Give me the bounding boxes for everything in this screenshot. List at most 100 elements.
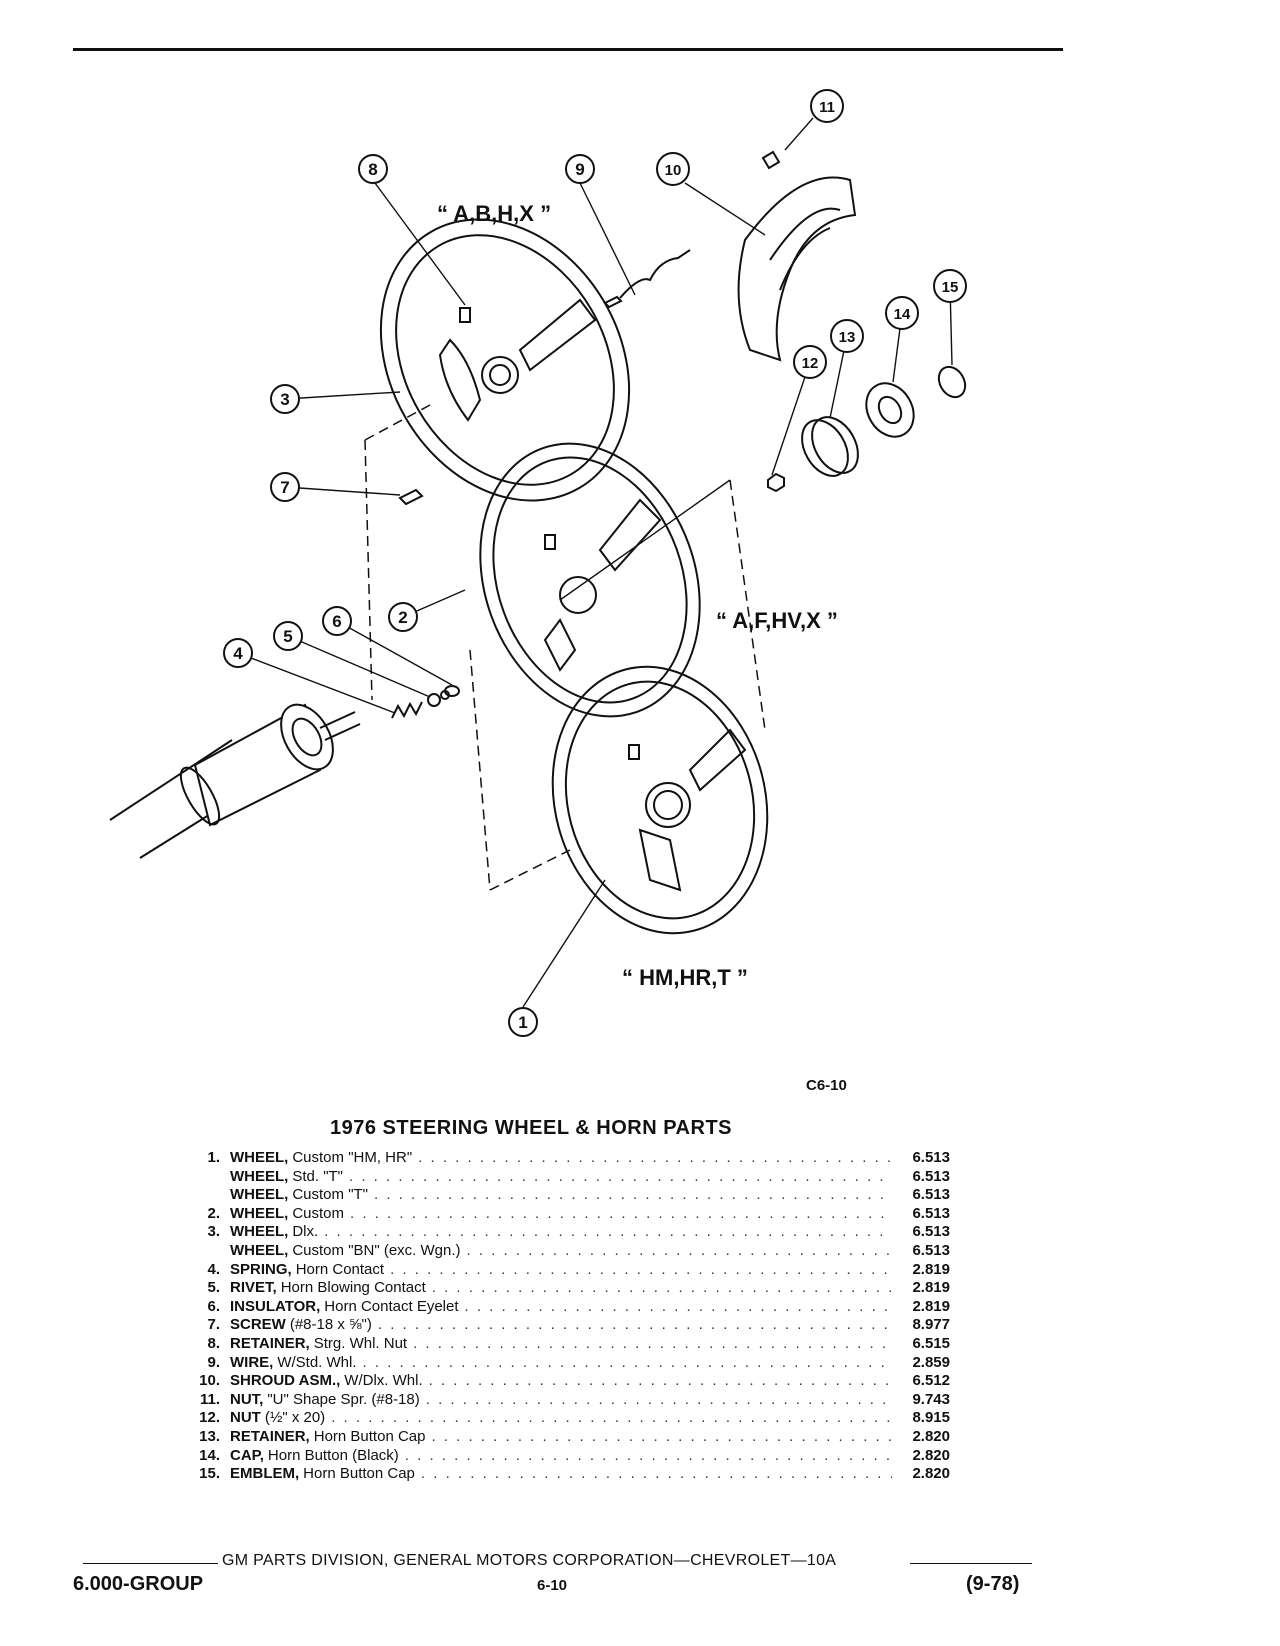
part-row: 15.EMBLEM,Horn Button Cap2.820 <box>190 1465 950 1484</box>
part-description: Dlx. <box>292 1223 319 1241</box>
dot-leader <box>350 1205 892 1224</box>
callout-13: 13 <box>830 319 864 353</box>
part-name: WHEEL, <box>230 1149 289 1166</box>
part-description: Strg. Whl. Nut <box>313 1334 408 1352</box>
part-description: Custom "BN" (exc. Wgn.) <box>292 1241 461 1259</box>
part-group-code: 2.820 <box>912 1446 950 1464</box>
svg-text:8: 8 <box>368 160 377 179</box>
callout-11: 11 <box>810 89 844 123</box>
dot-leader <box>429 1372 892 1391</box>
part-row: 3.WHEEL,Dlx.6.513 <box>190 1223 950 1242</box>
svg-text:13: 13 <box>839 329 856 346</box>
part-description: Custom "HM, HR" <box>292 1149 413 1166</box>
cap-part <box>865 382 915 438</box>
dot-leader <box>374 1186 892 1205</box>
part-name: WIRE, <box>230 1353 274 1371</box>
part-name: INSULATOR, <box>230 1297 321 1315</box>
part-group-code: 6.512 <box>912 1372 950 1390</box>
screw-part <box>398 488 424 506</box>
emblem-part <box>937 365 967 399</box>
part-number: 13. <box>199 1427 220 1445</box>
dot-leader <box>378 1316 892 1335</box>
part-description: (#8-18 x ⅝") <box>289 1316 372 1334</box>
part-description: "U" Shape Spr. (#8-18) <box>267 1390 420 1408</box>
part-number: 7. <box>207 1316 220 1334</box>
part-number: 14. <box>199 1446 220 1464</box>
dot-leader <box>431 1428 892 1447</box>
footer-group: 6.000-GROUP <box>73 1573 204 1595</box>
part-description: Custom "T" <box>292 1186 369 1204</box>
part-description: Custom <box>292 1204 345 1222</box>
dot-leader <box>467 1242 892 1261</box>
part-name: NUT <box>230 1409 261 1427</box>
part-number: 3. <box>207 1223 220 1241</box>
exploded-view-diagram: 1 2 3 4 5 6 7 8 9 10 11 12 13 14 15 “ A,… <box>109 89 967 1037</box>
leader-lines <box>237 117 953 1008</box>
footer-page-number: 6-10 <box>537 1577 568 1594</box>
variant-label-afhvx: “ A,F,HV,X ” <box>716 608 838 633</box>
part-group-code: 9.743 <box>912 1390 950 1408</box>
part-group-code: 6.513 <box>912 1149 950 1166</box>
dot-leader <box>331 1409 892 1428</box>
part-name: WHEEL, <box>230 1241 289 1259</box>
svg-text:12: 12 <box>802 355 819 372</box>
part-name: RIVET, <box>230 1279 277 1297</box>
part-description: Horn Contact Eyelet <box>324 1297 459 1315</box>
part-name: RETAINER, <box>230 1334 310 1352</box>
svg-text:9: 9 <box>575 160 584 179</box>
part-row: 12.NUT(½" x 20)8.915 <box>190 1409 950 1428</box>
part-description: Horn Button Cap <box>313 1427 426 1445</box>
part-name: WHEEL, <box>230 1204 289 1222</box>
svg-text:3: 3 <box>280 390 289 409</box>
callout-10: 10 <box>656 152 690 186</box>
part-group-code: 2.820 <box>912 1465 950 1483</box>
part-group-code: 2.819 <box>912 1260 950 1278</box>
part-name: WHEEL, <box>230 1186 289 1204</box>
dot-leader <box>418 1149 892 1168</box>
variant-label-hmhrt: “ HM,HR,T ” <box>622 965 748 990</box>
svg-text:7: 7 <box>280 478 289 497</box>
figure-code: C6-10 <box>806 1077 847 1094</box>
part-group-code: 2.819 <box>912 1279 950 1297</box>
dot-leader <box>465 1298 892 1317</box>
dot-leader <box>413 1335 892 1354</box>
svg-text:4: 4 <box>233 644 243 663</box>
part-number: 12. <box>199 1409 220 1427</box>
svg-text:10: 10 <box>665 162 682 179</box>
dot-leader <box>349 1168 892 1187</box>
callout-1: 1 <box>508 1007 538 1037</box>
callout-6: 6 <box>322 606 352 636</box>
wheel-1 <box>551 665 769 935</box>
footer-date: (9-78) <box>966 1573 1020 1595</box>
callout-15: 15 <box>933 269 967 303</box>
callout-4: 4 <box>223 638 253 668</box>
part-group-code: 2.819 <box>912 1297 950 1315</box>
part-number: 9. <box>207 1353 220 1371</box>
part-row: 6.INSULATOR,Horn Contact Eyelet2.819 <box>190 1298 950 1317</box>
part-group-code: 6.513 <box>912 1241 950 1259</box>
callout-12: 12 <box>793 345 827 379</box>
part-name: WHEEL, <box>230 1223 289 1241</box>
dot-leader <box>426 1391 892 1410</box>
variant-label-abhx: “ A,B,H,X ” <box>437 201 551 226</box>
parts-list-title: 1976 STEERING WHEEL & HORN PARTS <box>330 1117 732 1139</box>
shroud-detail <box>769 207 841 261</box>
part-number: 15. <box>199 1465 220 1483</box>
callout-5: 5 <box>273 621 303 651</box>
wheel-3 <box>379 218 631 502</box>
part-group-code: 2.859 <box>912 1353 950 1371</box>
part-description: Std. "T" <box>292 1167 344 1185</box>
part-name: SHROUD ASM., <box>230 1372 341 1390</box>
part-description: Horn Button Cap <box>303 1465 415 1483</box>
part-row: 8.RETAINER,Strg. Whl. Nut6.515 <box>190 1335 950 1354</box>
part-group-code: 2.820 <box>912 1427 950 1445</box>
retainer-part <box>801 419 849 477</box>
part-row: 13.RETAINER,Horn Button Cap2.820 <box>190 1428 950 1447</box>
dot-leader <box>324 1223 892 1242</box>
part-number: 8. <box>207 1334 220 1352</box>
nut-part <box>767 472 785 493</box>
part-number: 1. <box>207 1149 220 1166</box>
part-name: SPRING, <box>230 1260 292 1278</box>
part-name: NUT, <box>230 1390 264 1408</box>
part-row: WHEEL,Custom "BN" (exc. Wgn.) 6.513 <box>190 1242 950 1261</box>
